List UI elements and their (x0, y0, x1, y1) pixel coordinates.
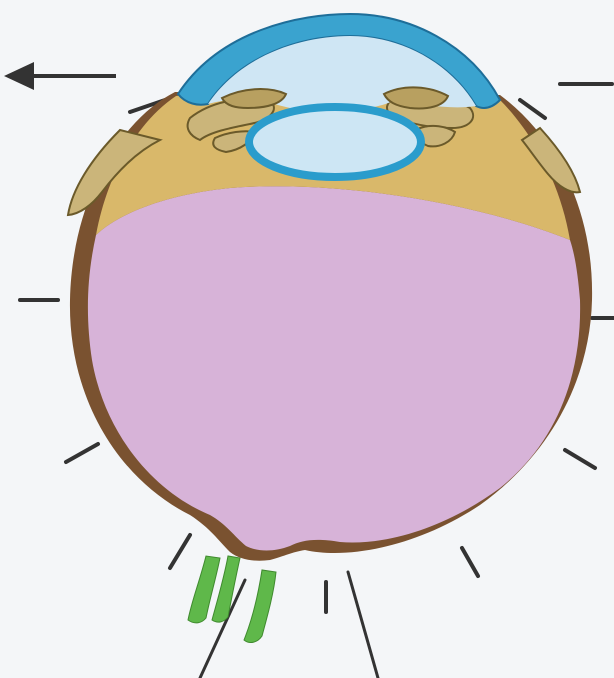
lens (249, 107, 421, 177)
